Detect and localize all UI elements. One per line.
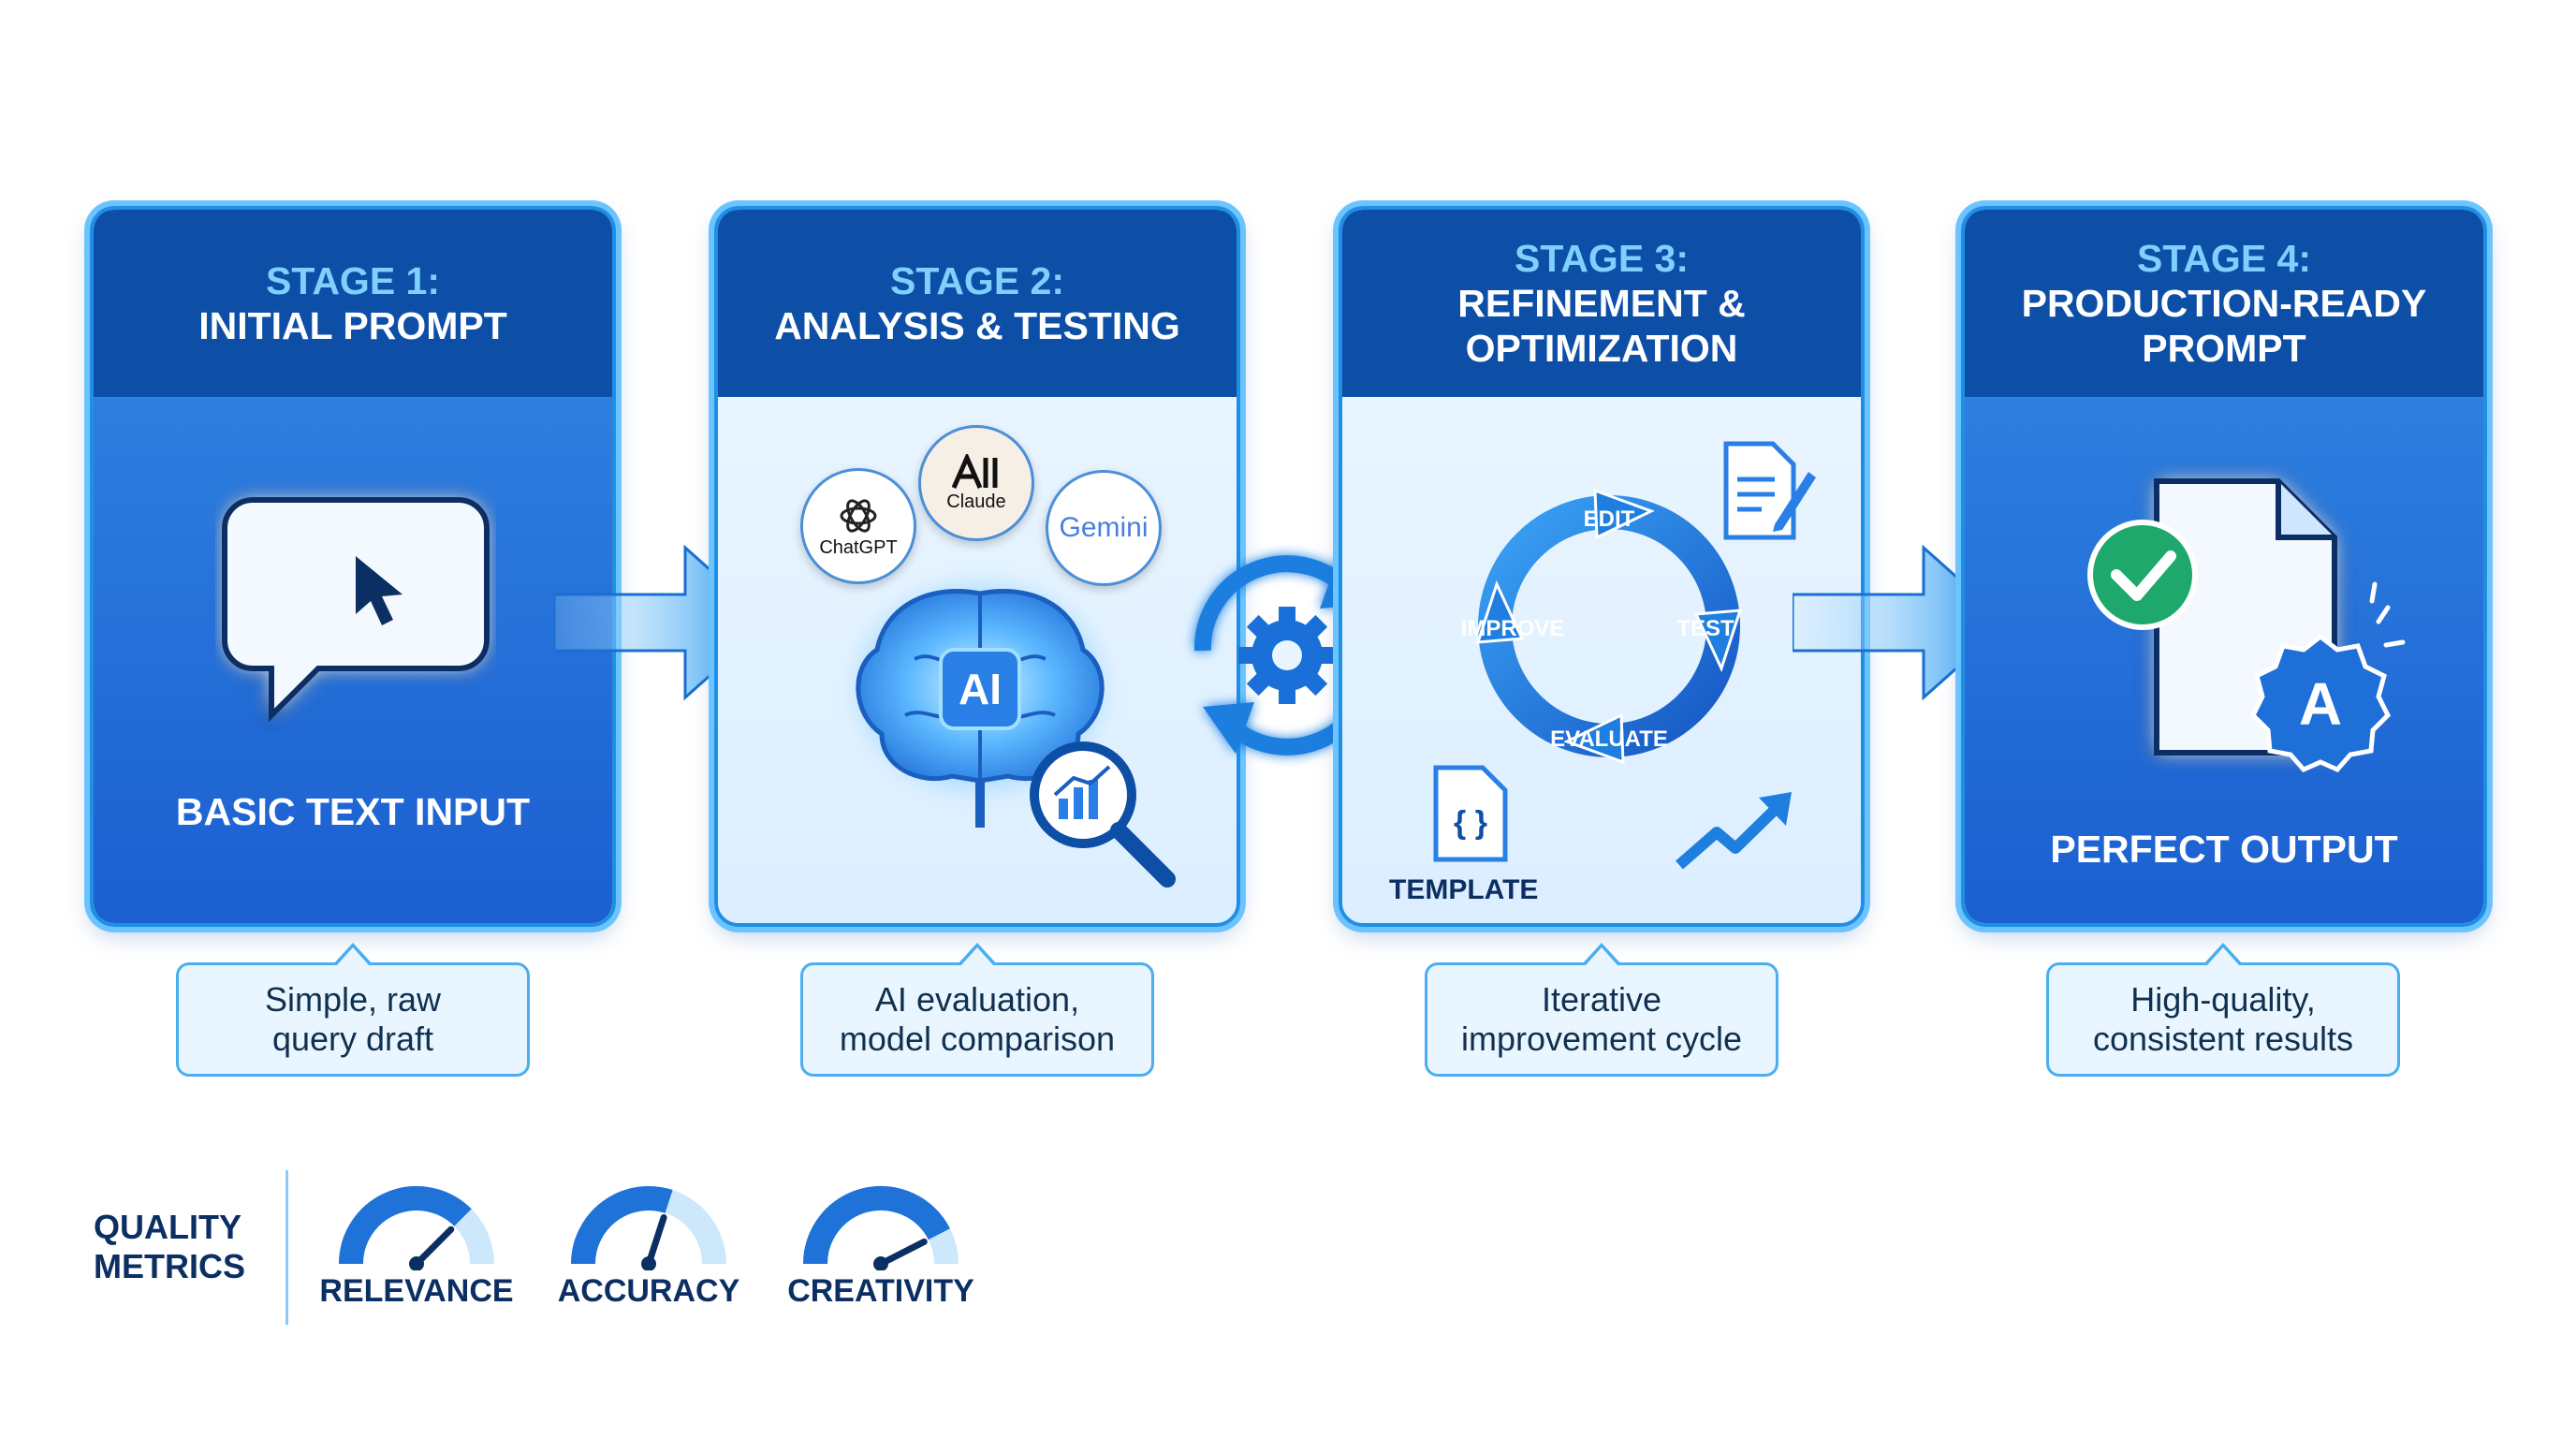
metric-relevance-label: RELEVANCE [319,1273,514,1309]
output-document-group: A [2087,478,2406,773]
model-name-gemini: Gemini [1059,512,1149,543]
stage-2-number: STAGE 2: [889,259,1065,302]
metrics-divider [285,1170,288,1325]
stage-4-callout: High-quality, consistent results [2046,943,2400,1077]
document-edit-icon [1723,441,1816,540]
cycle-edit-label: EDIT [1584,506,1635,532]
stage-1-header: STAGE 1: INITIAL PROMPT [94,210,612,397]
stage-3-title-line-1: REFINEMENT & [1457,282,1746,325]
stage-2-title: ANALYSIS & TESTING [774,304,1180,347]
stage-2-card: STAGE 2: ANALYSIS & TESTING ChatGPT Clau… [714,206,1240,927]
stage-1-number: STAGE 1: [265,259,441,302]
grade-label: A [2299,670,2342,738]
gauge-icon [571,1186,726,1270]
stage-3-callout-line-1: Iterative [1541,980,1662,1019]
stage-1-callout-line-2: query draft [271,1020,434,1058]
model-badge-chatgpt: ChatGPT [800,468,916,584]
stage-1-title: INITIAL PROMPT [198,304,507,347]
quality-metrics-title-line-2: METRICS [94,1247,245,1285]
claude-logo-icon [951,453,998,489]
stage-4-callout-line-2: consistent results [2092,1020,2354,1058]
stage-4-body-label: PERFECT OUTPUT [2050,828,2398,871]
refinement-cycle: EDIT TEST EVALUATE IMPROVE [1461,488,1743,765]
quality-metrics-title: QUALITY METRICS [94,1208,245,1286]
gauge-icon [339,1186,494,1270]
stage-4-title-line-1: PRODUCTION-READY [2021,282,2427,325]
cycle-evaluate-label: EVALUATE [1550,726,1668,752]
check-icon [2087,520,2198,630]
stage-2-body: ChatGPT Claude Gemini AI [718,397,1237,923]
brain-icon: AI [856,584,1105,828]
stage-4-title-line-2: PROMPT [2142,327,2306,370]
stage-1-callout-line-1: Simple, raw [264,980,442,1019]
svg-text:{ }: { } [1454,805,1487,841]
cursor-icon [356,556,402,625]
chatgpt-logo-icon [840,498,877,533]
stage-2-header: STAGE 2: ANALYSIS & TESTING [718,210,1237,397]
stage-1-card: STAGE 1: INITIAL PROMPT BASIC TEXT INPUT [90,206,616,927]
stage-4-header: STAGE 4: PRODUCTION-READY PROMPT [1965,210,2483,397]
cycle-improve-label: IMPROVE [1461,616,1565,641]
chat-bubble-icon [222,497,490,723]
stage-1-callout: Simple, raw query draft [176,943,530,1077]
cycle-test-label: TEST [1676,616,1734,641]
stage-4-callout-line-1: High-quality, [2130,980,2316,1019]
template-label: TEMPLATE [1389,874,1539,905]
stage-3-callout: Iterative improvement cycle [1425,943,1778,1077]
stage-1-body-label: BASIC TEXT INPUT [175,790,531,833]
stage-3-callout-line-2: improvement cycle [1460,1020,1743,1058]
model-badge-claude: Claude [918,425,1034,541]
stage-1-body: BASIC TEXT INPUT [94,397,612,923]
quality-metrics-title-line-1: QUALITY [94,1208,242,1246]
model-name-claude: Claude [946,491,1006,512]
code-template-icon: { } [1433,765,1508,862]
model-badge-gemini: Gemini [1046,470,1162,586]
stage-2-callout: AI evaluation, model comparison [800,943,1154,1077]
stage-3-header: STAGE 3: REFINEMENT & OPTIMIZATION [1342,210,1861,397]
gauge-icon [803,1185,959,1270]
ai-chip-label: AI [959,665,1002,713]
stage-3-number: STAGE 3: [1514,237,1690,280]
stage-3-body: EDIT TEST EVALUATE IMPROVE { } TEMPLATE [1342,397,1861,923]
stage-4-card: STAGE 4: PRODUCTION-READY PROMPT A PERFE… [1961,206,2487,927]
stage-4-body: A PERFECT OUTPUT [1965,397,2483,923]
trend-arrow-icon [1676,792,1792,870]
stage-3-card: STAGE 3: REFINEMENT & OPTIMIZATION EDIT … [1339,206,1865,927]
metric-accuracy-label: ACCURACY [557,1273,740,1309]
stage-3-title-line-2: OPTIMIZATION [1465,327,1738,370]
stage-4-number: STAGE 4: [2136,237,2312,280]
stage-2-callout-line-2: model comparison [839,1020,1116,1058]
model-name-chatgpt: ChatGPT [819,536,898,558]
grade-badge-icon: A [2249,633,2392,773]
magnifier-chart-icon [1030,741,1176,888]
metric-creativity-label: CREATIVITY [787,1273,974,1309]
stage-2-callout-line-1: AI evaluation, [874,980,1080,1019]
